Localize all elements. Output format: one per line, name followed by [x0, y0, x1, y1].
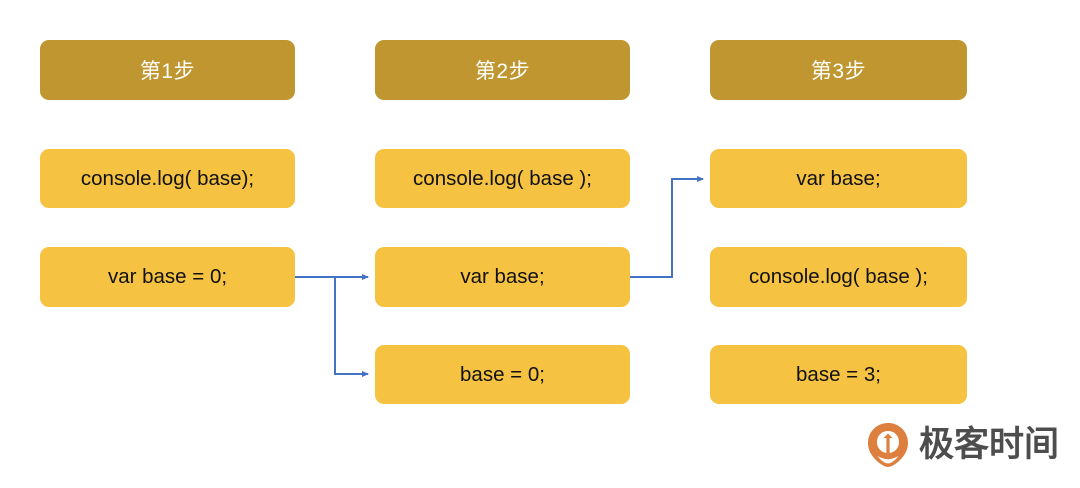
code-box-col3-row3: base = 3;: [710, 345, 967, 404]
code-box-col1-row1: console.log( base);: [40, 149, 295, 208]
code-box-col3-row2: console.log( base );: [710, 247, 967, 307]
code-box-col1-row2: var base = 0;: [40, 247, 295, 307]
connector-hoist-var: [630, 176, 704, 278]
connector-var-to-assign: [334, 277, 369, 377]
column-header-step-2: 第2步: [375, 40, 630, 100]
code-box-col2-row3: base = 0;: [375, 345, 630, 404]
code-box-col2-row2: var base;: [375, 247, 630, 307]
watermark: 极客时间: [866, 419, 1062, 471]
geekbang-logo-icon: [868, 423, 908, 467]
column-header-step-3: 第3步: [710, 40, 967, 100]
code-box-col2-row1: console.log( base );: [375, 149, 630, 208]
watermark-text: 极客时间: [919, 424, 1060, 465]
code-box-col3-row1: var base;: [710, 149, 967, 208]
column-header-step-1: 第1步: [40, 40, 295, 100]
